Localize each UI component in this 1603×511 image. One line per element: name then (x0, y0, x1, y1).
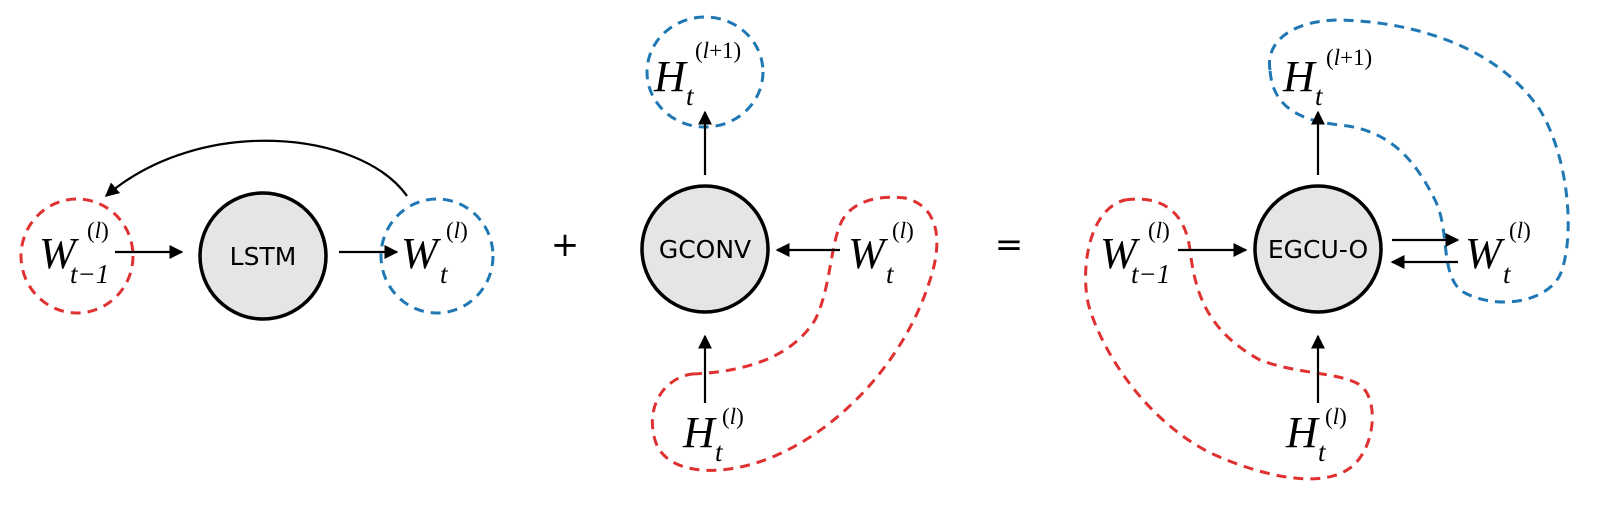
gconv-node-label: GCONV (659, 235, 751, 264)
lstm-node (198, 191, 328, 321)
svg-text:t: t (1315, 81, 1324, 111)
dashed-region-inputs-egcu (1084, 197, 1374, 481)
equals-operator: = (995, 225, 1024, 265)
egcu-node-label: EGCU-O (1268, 235, 1368, 264)
svg-text:t: t (886, 259, 895, 289)
svg-text:W: W (848, 229, 888, 278)
svg-text:(l): (l) (892, 218, 914, 243)
h-next-label: H t (l+1) (653, 38, 741, 111)
dashed-circle-w-t-minus-1 (19, 197, 135, 315)
svg-text:H: H (682, 408, 717, 457)
svg-text:t: t (715, 437, 724, 467)
svg-text:(l): (l) (722, 404, 744, 429)
svg-text:t: t (1318, 437, 1327, 467)
svg-text:t: t (686, 81, 695, 111)
panel-egcu: EGCU-O H t (l+1) W t−1 (l) W t (l) H t (… (1084, 18, 1570, 481)
panel-lstm: LSTM W t−1 (l) W t (l) (19, 139, 495, 321)
svg-text:W: W (1465, 229, 1505, 278)
svg-text:t: t (440, 259, 449, 289)
h-t-input-label: H t (l) (682, 404, 744, 467)
svg-text:t−1: t−1 (1131, 259, 1170, 289)
svg-text:(l): (l) (1509, 218, 1531, 243)
plus-operator: + (551, 225, 580, 265)
lstm-node-label: LSTM (230, 242, 297, 271)
arrow-recurrent (104, 139, 408, 197)
h-next-output-label: H t (l+1) (1282, 45, 1372, 111)
svg-text:(l): (l) (1148, 218, 1170, 243)
svg-text:(l+1): (l+1) (1326, 45, 1372, 70)
svg-text:W: W (1100, 229, 1140, 278)
w-t-label: W t (l) (401, 218, 468, 289)
svg-text:H: H (1282, 52, 1317, 101)
svg-text:(l+1): (l+1) (695, 38, 741, 63)
svg-text:(l): (l) (87, 218, 109, 243)
w-t-minus-1-label: W t−1 (l) (39, 218, 109, 289)
svg-text:H: H (1285, 408, 1320, 457)
panel-gconv: GCONV H t (l+1) W t (l) H t (l) (640, 15, 939, 472)
svg-text:W: W (39, 229, 79, 278)
h-t-input-egcu-label: H t (l) (1285, 404, 1347, 467)
svg-text:(l): (l) (1325, 404, 1347, 429)
w-t-input-label: W t (l) (848, 218, 914, 289)
svg-text:H: H (653, 52, 688, 101)
dashed-circle-w-t (379, 197, 495, 315)
w-t-minus-1-input-label: W t−1 (l) (1100, 218, 1170, 289)
w-t-output-label: W t (l) (1465, 218, 1531, 289)
svg-text:t: t (1503, 259, 1512, 289)
svg-text:t−1: t−1 (70, 259, 109, 289)
gconv-node (640, 184, 770, 314)
dashed-region-inputs (650, 195, 939, 472)
egcu-node (1253, 184, 1383, 314)
svg-text:(l): (l) (446, 218, 468, 243)
svg-text:W: W (401, 229, 441, 278)
dashed-region-output (1267, 18, 1570, 304)
